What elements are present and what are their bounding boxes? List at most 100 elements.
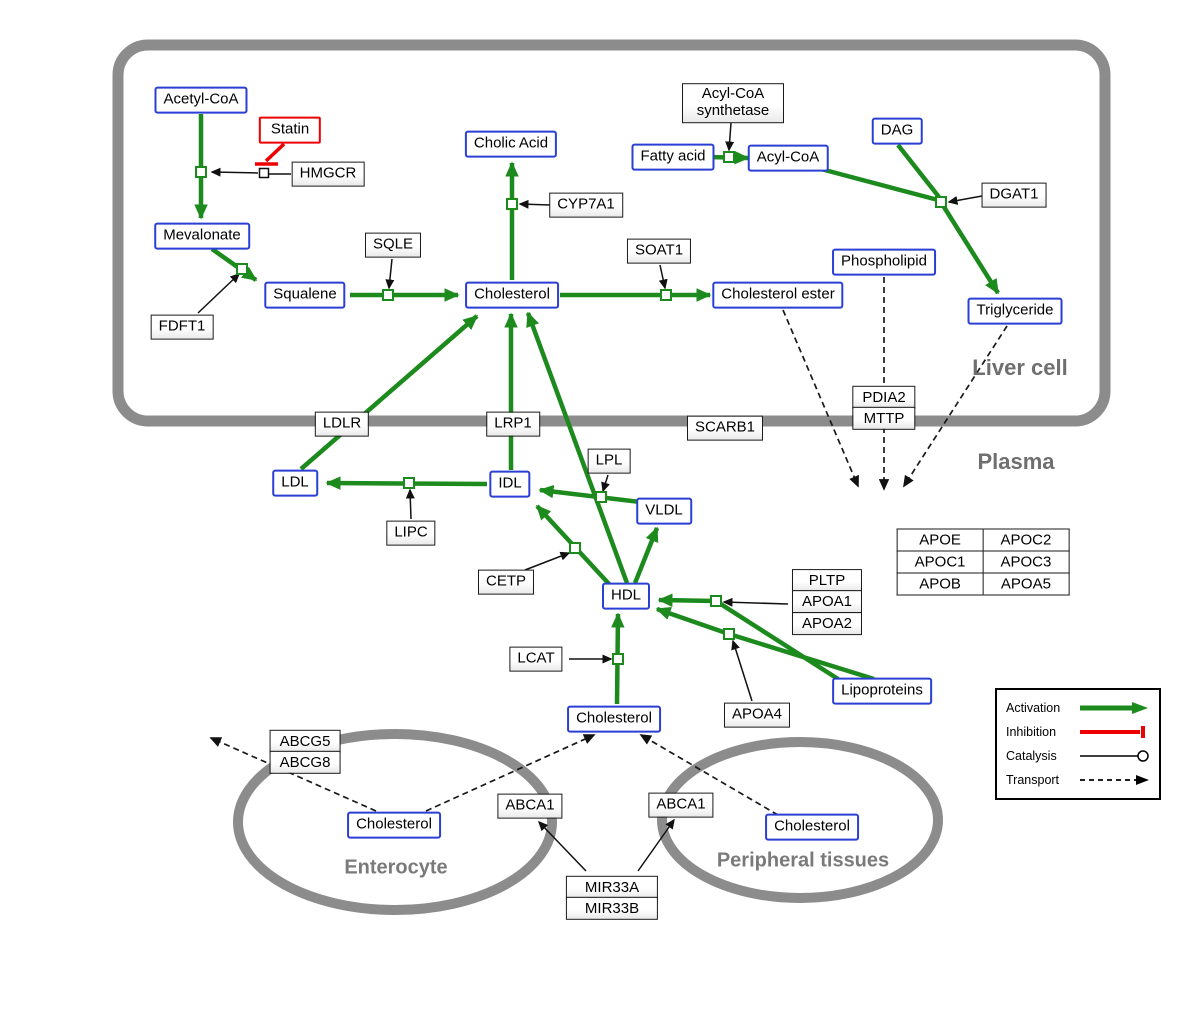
node-cholesterol-ester[interactable]: Cholesterol ester — [712, 281, 844, 309]
legend-row-inhibition: Inhibition — [1006, 720, 1150, 744]
reaction-node — [569, 542, 581, 554]
node-apoc2[interactable]: APOC2 — [982, 528, 1070, 552]
edge-apoa4-reaction — [731, 639, 753, 702]
edge-apostack-reaction — [722, 597, 789, 607]
liver-cell-membrane — [112, 39, 1111, 427]
reaction-node — [723, 151, 735, 163]
node-scarb1[interactable]: SCARB1 — [686, 415, 764, 441]
node-abca1-peripheral[interactable]: ABCA1 — [648, 792, 714, 818]
node-acetyl-coa[interactable]: Acetyl-CoA — [154, 86, 248, 114]
reaction-nodes — [195, 151, 947, 665]
edge-hmgcr-reaction — [210, 167, 259, 177]
edge-triglyceride-plasma — [903, 325, 1008, 488]
pltp-apoa-stack: PLTP APOA1 APOA2 — [791, 569, 863, 635]
reaction-node — [195, 166, 207, 178]
node-mir33a[interactable]: MIR33A — [565, 875, 659, 899]
node-statin[interactable]: Statin — [258, 116, 322, 144]
node-apoa2[interactable]: APOA2 — [791, 611, 863, 635]
legend: Activation Inhibition Catalysis Transpor… — [995, 688, 1161, 800]
node-hmgcr[interactable]: HMGCR — [291, 161, 365, 187]
node-mevalonate[interactable]: Mevalonate — [154, 222, 250, 250]
node-lrp1[interactable]: LRP1 — [486, 411, 540, 437]
edge-mevalonate-squalene — [210, 247, 258, 282]
legend-activation-label: Activation — [1006, 701, 1061, 715]
node-ldlr[interactable]: LDLR — [314, 411, 370, 437]
node-pltp[interactable]: PLTP — [791, 569, 863, 593]
node-cyp7a1[interactable]: CYP7A1 — [549, 192, 623, 218]
table-row: APOC1 APOC3 — [896, 550, 1070, 574]
node-vldl[interactable]: VLDL — [636, 497, 692, 525]
reaction-node — [595, 491, 607, 503]
edge-fdft1-reaction — [197, 272, 241, 314]
node-dgat1[interactable]: DGAT1 — [981, 182, 1047, 208]
reaction-node — [935, 196, 947, 208]
node-phospholipid[interactable]: Phospholipid — [832, 248, 936, 276]
node-acyl-coa[interactable]: Acyl-CoA — [747, 144, 829, 172]
edge-lpl-reaction — [601, 474, 610, 493]
node-sqle[interactable]: SQLE — [364, 232, 422, 258]
node-cholesterol-liver[interactable]: Cholesterol — [465, 281, 559, 309]
edge-mir33-abca1-left — [537, 820, 587, 872]
node-cetp[interactable]: CETP — [477, 569, 535, 595]
catalysis-edges — [197, 122, 983, 872]
node-lipc[interactable]: LIPC — [386, 520, 436, 546]
node-ldl[interactable]: LDL — [272, 469, 318, 497]
legend-inhibition-label: Inhibition — [1006, 725, 1057, 739]
legend-row-activation: Activation — [1006, 696, 1150, 720]
reaction-node — [723, 628, 735, 640]
node-cholesterol-enterocyte[interactable]: Cholesterol — [347, 811, 441, 839]
mir33-stack: MIR33A MIR33B — [565, 875, 659, 921]
node-triglyceride[interactable]: Triglyceride — [967, 297, 1063, 325]
node-acyl-coa-synthetase[interactable]: Acyl-CoA synthetase — [682, 83, 784, 123]
node-lipoproteins[interactable]: Lipoproteins — [832, 677, 932, 705]
node-fatty-acid[interactable]: Fatty acid — [631, 143, 715, 171]
transport-edges — [209, 277, 1008, 816]
node-lcat[interactable]: LCAT — [509, 646, 563, 672]
node-hdl[interactable]: HDL — [601, 582, 651, 610]
pdia2-mttp-stack: PDIA2 MTTP — [852, 385, 916, 431]
node-apoc1[interactable]: APOC1 — [896, 550, 984, 574]
node-apoa1[interactable]: APOA1 — [791, 590, 863, 614]
enterocyte-label: Enterocyte — [344, 856, 448, 879]
edge-hdl-vldl — [632, 526, 660, 584]
edge-cyp7a1-reaction — [518, 199, 551, 209]
node-apob[interactable]: APOB — [896, 572, 984, 596]
edge-cholesterolester-plasma — [782, 309, 859, 488]
node-apoa5[interactable]: APOA5 — [982, 572, 1070, 596]
node-idl[interactable]: IDL — [489, 470, 531, 498]
node-abcg8[interactable]: ABCG8 — [269, 751, 341, 775]
node-squalene[interactable]: Squalene — [264, 281, 346, 309]
node-dag[interactable]: DAG — [871, 117, 923, 145]
edge-cetp-reaction — [524, 551, 571, 571]
node-cholesterol-plasma[interactable]: Cholesterol — [567, 705, 661, 733]
edge-dgat1-reaction — [947, 195, 983, 205]
node-apoc3[interactable]: APOC3 — [982, 550, 1070, 574]
edge-peripheral-to-plasma-cholesterol — [639, 734, 779, 816]
node-abca1-enterocyte[interactable]: ABCA1 — [497, 793, 563, 819]
node-apoa4[interactable]: APOA4 — [723, 702, 791, 728]
inhibition-bar-icon — [1080, 726, 1145, 738]
node-fdft1[interactable]: FDFT1 — [150, 314, 214, 340]
node-abcg5[interactable]: ABCG5 — [269, 729, 341, 753]
edge-soat1-reaction — [658, 264, 668, 290]
apolipoprotein-table: APOE APOC2 APOC1 APOC3 APOB APOA5 — [896, 528, 1070, 596]
table-row: APOE APOC2 — [896, 528, 1070, 552]
legend-transport-label: Transport — [1006, 773, 1060, 787]
plasma-label: Plasma — [977, 449, 1055, 474]
node-lpl[interactable]: LPL — [587, 448, 631, 474]
node-cholic-acid[interactable]: Cholic Acid — [464, 130, 558, 158]
node-cholesterol-peripheral[interactable]: Cholesterol — [765, 813, 859, 841]
node-pdia2[interactable]: PDIA2 — [852, 385, 916, 409]
node-soat1[interactable]: SOAT1 — [626, 238, 692, 264]
edge-sqle-reaction — [385, 258, 395, 290]
liver-cell-label: Liver cell — [972, 355, 1068, 380]
edge-acs-reaction — [725, 122, 735, 152]
node-mir33b[interactable]: MIR33B — [565, 897, 659, 921]
node-mttp[interactable]: MTTP — [852, 407, 916, 431]
abcg-stack: ABCG5 ABCG8 — [269, 729, 341, 775]
reaction-node — [506, 198, 518, 210]
node-apoe[interactable]: APOE — [896, 528, 984, 552]
edge-vldl-idl — [538, 484, 641, 505]
edge-dag-dgatreaction — [896, 143, 941, 199]
